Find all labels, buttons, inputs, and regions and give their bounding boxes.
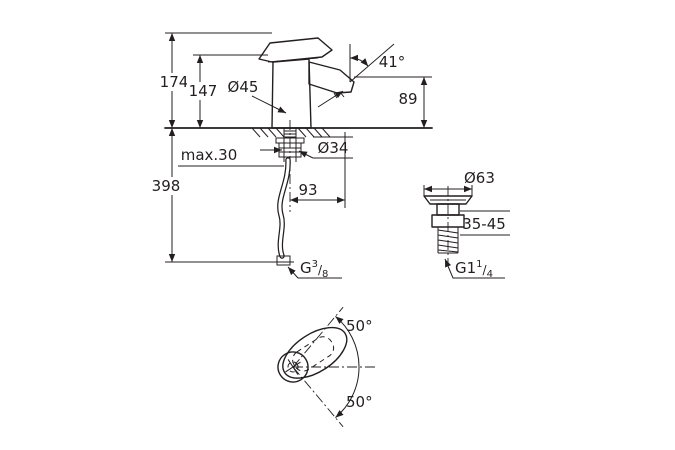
faucet-top-view: 50° 50° <box>277 306 376 428</box>
label-bg <box>396 90 420 107</box>
hose-end-fitting <box>276 255 291 266</box>
drain-flange <box>423 195 473 205</box>
swivel-dimension: 50° 50° <box>292 306 376 428</box>
thread-g38-label: G3/8 <box>300 259 328 280</box>
faucet-side-view <box>164 37 433 266</box>
max-30-label: max.30 <box>181 146 238 164</box>
dia-45-label: Ø45 <box>228 78 259 96</box>
dim-max-30: max.30 <box>178 146 284 167</box>
supply-hose <box>276 157 291 266</box>
label-bg <box>157 73 191 91</box>
dim-dia-63: Ø63 <box>423 169 495 196</box>
top-view-body <box>277 351 309 383</box>
dim-147-label: 147 <box>189 82 218 100</box>
dim-147: 147 <box>187 54 268 128</box>
spout-outlet-leader <box>317 90 344 108</box>
dim-174: 174 <box>157 32 272 128</box>
dim-174-label: 174 <box>160 73 189 91</box>
thread-g38: G3/8 <box>287 259 342 280</box>
dia-34-label: Ø34 <box>318 139 349 157</box>
angle-41-label: 41° <box>379 53 406 71</box>
dim-angle-41: 41° <box>349 43 406 83</box>
dim-93-label: 93 <box>298 181 317 199</box>
drain-fitting-view <box>423 186 473 266</box>
dim-398: 398 <box>149 128 294 263</box>
dim-93: 93 <box>290 132 346 208</box>
swivel-angle-bottom-label: 50° <box>346 393 373 411</box>
thread-g114: G11/4 <box>444 258 505 280</box>
clamp-range-label: 35-45 <box>462 215 506 233</box>
dim-dia-34: Ø34 <box>260 136 353 159</box>
dim-398-label: 398 <box>152 177 181 195</box>
dim-89-label: 89 <box>398 90 417 108</box>
label-bg <box>149 177 183 195</box>
top-view-lever-dashed <box>292 336 335 372</box>
top-view-spout-outline <box>282 326 348 379</box>
dim-dia-45: Ø45 <box>228 78 287 114</box>
dim-clamp-range: 35-45 <box>460 210 510 236</box>
counter-hatching <box>251 127 331 138</box>
dim-89: 89 <box>354 76 432 128</box>
swivel-angle-top-label: 50° <box>346 317 373 335</box>
dia-63-label: Ø63 <box>464 169 495 187</box>
label-bg <box>187 82 220 100</box>
drain-nut <box>431 214 465 228</box>
drain-thread <box>437 227 459 254</box>
thread-g114-label: G11/4 <box>455 259 493 280</box>
faucet-spout <box>308 61 355 94</box>
